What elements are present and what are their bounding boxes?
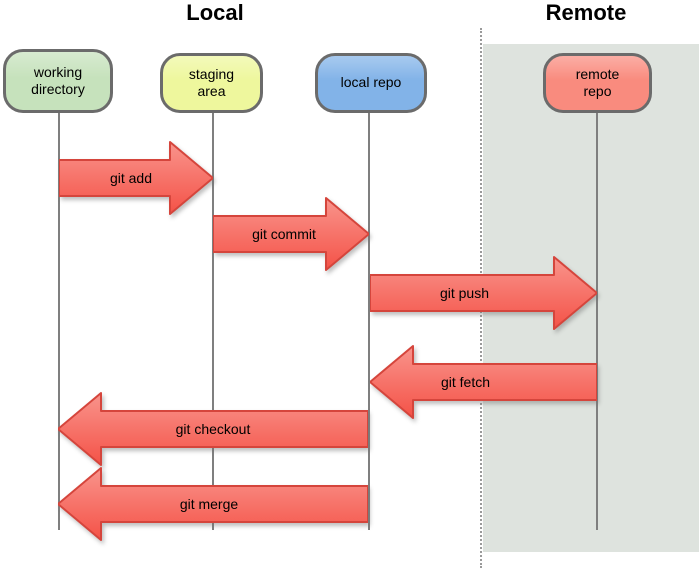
right-arrow-shape bbox=[213, 197, 369, 271]
lifeline-working-directory bbox=[58, 113, 60, 530]
arrow-label-git-push: git push bbox=[439, 285, 490, 301]
node-working-directory: working directory bbox=[3, 49, 113, 113]
lifeline-remote-repo bbox=[596, 113, 598, 530]
node-remote-repo: remote repo bbox=[543, 53, 652, 113]
arrow-git-fetch: git fetch bbox=[370, 344, 597, 420]
left-arrow-shape bbox=[58, 392, 368, 466]
node-staging-area: staging area bbox=[160, 53, 263, 113]
arrow-git-merge: git merge bbox=[58, 466, 368, 542]
arrow-git-checkout: git checkout bbox=[58, 391, 368, 467]
arrow-label-git-commit: git commit bbox=[252, 226, 316, 242]
lifeline-staging-area bbox=[212, 113, 214, 530]
arrow-label-git-fetch: git fetch bbox=[440, 374, 491, 390]
right-arrow-shape bbox=[59, 141, 213, 215]
arrow-label-git-merge: git merge bbox=[179, 496, 239, 512]
node-local-repo: local repo bbox=[315, 53, 427, 113]
left-arrow-shape bbox=[370, 345, 597, 419]
lifeline-local-repo bbox=[368, 113, 370, 530]
local-section-title: Local bbox=[186, 0, 244, 25]
remote-section-title: Remote bbox=[545, 0, 627, 25]
right-arrow-shape bbox=[370, 256, 597, 330]
arrow-label-git-checkout: git checkout bbox=[175, 421, 251, 437]
arrow-git-commit: git commit bbox=[213, 196, 369, 272]
arrow-git-add: git add bbox=[59, 140, 213, 216]
left-arrow-shape bbox=[58, 467, 368, 541]
arrow-git-push: git push bbox=[370, 255, 597, 331]
arrow-label-git-add: git add bbox=[109, 170, 153, 186]
